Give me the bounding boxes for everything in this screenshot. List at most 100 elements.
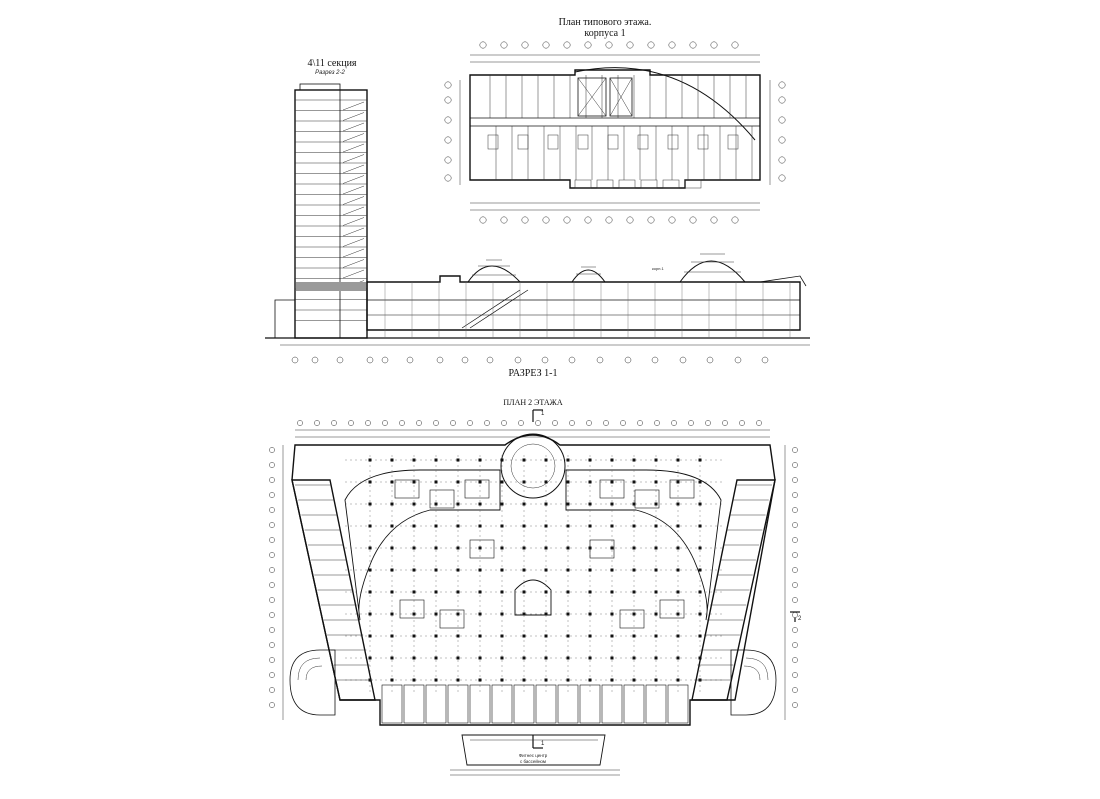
bathroom-block [517,134,529,150]
central-rotunda [500,433,566,499]
column [610,568,614,572]
shop-unit [403,684,425,724]
ramp-left-lines [297,657,323,681]
column [588,634,592,638]
column [500,656,504,660]
right-wing [691,479,776,701]
section-cut-label-top: 1 [541,411,545,417]
axis-marker [792,462,798,468]
column [566,502,570,506]
building-label: корп.1 [652,266,665,271]
column [676,612,680,616]
column [566,524,570,528]
axis-marker [444,116,452,124]
column [654,568,658,572]
column [610,590,614,594]
column [434,656,438,660]
shop-unit [601,684,623,724]
axis-marker [586,420,592,426]
column [390,656,394,660]
axis-marker [584,41,592,49]
column [544,590,548,594]
axis-marker [269,702,275,708]
axis-marker [269,507,275,513]
axis-marker [792,627,798,633]
structural-column-grid [345,455,725,695]
ramp-right-lines [743,657,769,681]
axis-marker [444,81,452,89]
column [390,634,394,638]
column [654,458,658,462]
column [610,524,614,528]
axis-marker [792,597,798,603]
axis-marker [705,420,711,426]
axis-marker [269,582,275,588]
column [412,568,416,572]
column [566,612,570,616]
axis-marker [620,420,626,426]
stair-flight [342,196,365,205]
shop-unit [464,479,490,499]
column [588,458,592,462]
column [478,656,482,660]
column [588,524,592,528]
balcony [662,179,680,189]
column [368,458,372,462]
stair-flight [342,175,365,184]
stair-flight [342,227,365,237]
column [500,546,504,550]
column [368,568,372,572]
atrium-opening-right [565,469,722,621]
tower-floor-slabs [295,90,367,338]
column [500,502,504,506]
axis-marker [269,642,275,648]
typical-plan-top-axis-markers [479,41,739,49]
axis-marker [542,216,550,224]
shop-unit [447,684,469,724]
second-floor-left-axis-markers [269,447,275,708]
column [368,524,372,528]
axis-marker [778,116,786,124]
axis-marker [792,507,798,513]
escalator [461,289,529,329]
shop-unit [535,684,557,724]
column [698,612,702,616]
axis-marker [722,420,728,426]
axis-marker [269,492,275,498]
column [544,634,548,638]
column [368,502,372,506]
column [412,524,416,528]
axis-marker [792,702,798,708]
column [412,634,416,638]
axis-marker [651,356,659,364]
axis-marker [479,41,487,49]
column [500,480,504,484]
axis-marker [444,96,452,104]
tower-stair-flights [274,101,365,339]
column [544,678,548,682]
column [610,480,614,484]
column [654,546,658,550]
stair-flight [342,154,365,163]
stair-flight [342,248,365,258]
column [390,678,394,682]
dome-middle [571,269,606,283]
axis-marker [269,687,275,693]
column [566,480,570,484]
axis-marker [792,687,798,693]
column [698,524,702,528]
shop-unit [623,684,645,724]
column [500,568,504,572]
balcony [640,179,658,189]
column [456,458,460,462]
column [632,590,636,594]
axis-marker [501,420,507,426]
axis-marker [689,41,697,49]
shop-unit [645,684,667,724]
column [698,568,702,572]
axis-marker [436,356,444,364]
axis-marker [792,552,798,558]
axis-marker [500,216,508,224]
axis-marker [521,41,529,49]
dome-left-ribs [472,259,516,276]
